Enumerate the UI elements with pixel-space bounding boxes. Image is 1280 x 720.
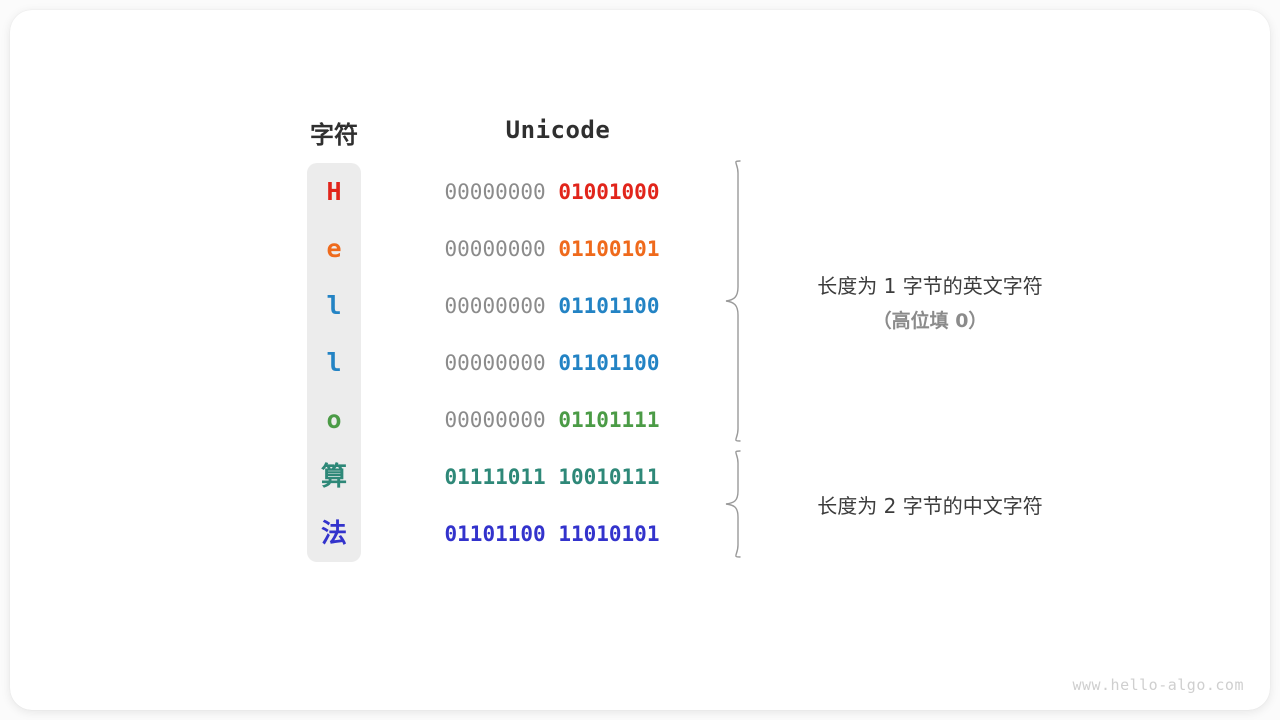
row-unicode-bytes: 00000000 01101100 bbox=[361, 294, 727, 318]
row-character: l bbox=[326, 348, 342, 377]
row-high-byte: 00000000 bbox=[444, 407, 546, 432]
row-unicode-bytes: 01111011 10010111 bbox=[361, 465, 727, 489]
brace-one-byte-group bbox=[723, 160, 745, 442]
row-low-byte: 01001000 bbox=[558, 179, 660, 204]
row-character: e bbox=[326, 234, 342, 263]
watermark-url: www.hello-algo.com bbox=[1072, 676, 1244, 694]
row-character: 法 bbox=[320, 518, 347, 549]
row-high-byte: 00000000 bbox=[444, 350, 546, 375]
byte-separator bbox=[546, 351, 559, 375]
row-unicode-bytes: 00000000 01100101 bbox=[361, 237, 727, 261]
encoding-row: e 00000000 01100101 bbox=[307, 220, 727, 277]
column-header-unicode: Unicode bbox=[505, 116, 611, 144]
row-unicode-bytes: 00000000 01101100 bbox=[361, 351, 727, 375]
row-unicode-bytes: 00000000 01001000 bbox=[361, 180, 727, 204]
encoding-row: H 00000000 01001000 bbox=[307, 163, 727, 220]
row-low-byte: 01101111 bbox=[558, 407, 660, 432]
column-header-character: 字符 bbox=[310, 122, 358, 149]
brace-two-byte-group bbox=[723, 450, 745, 558]
annotation-two-byte-main: 长度为 2 字节的中文字符 bbox=[817, 494, 1043, 518]
row-high-byte: 01111011 bbox=[444, 464, 546, 489]
row-high-byte: 01101100 bbox=[444, 521, 546, 546]
row-low-byte: 10010111 bbox=[558, 464, 660, 489]
annotation-two-byte: 长度为 2 字节的中文字符 bbox=[770, 488, 1090, 524]
encoding-row: 算 01111011 10010111 bbox=[307, 448, 727, 505]
annotation-one-byte-sub: （高位填 0） bbox=[872, 310, 988, 332]
row-low-byte: 01101100 bbox=[558, 293, 660, 318]
row-character: 算 bbox=[320, 461, 347, 492]
encoding-row: o 00000000 01101111 bbox=[307, 391, 727, 448]
row-low-byte: 11010101 bbox=[558, 521, 660, 546]
row-character: H bbox=[326, 177, 342, 206]
character-column-background bbox=[307, 163, 361, 562]
byte-separator bbox=[546, 180, 559, 204]
row-low-byte: 01100101 bbox=[558, 236, 660, 261]
row-high-byte: 00000000 bbox=[444, 236, 546, 261]
annotation-one-byte-main: 长度为 1 字节的英文字符 bbox=[817, 274, 1043, 298]
byte-separator bbox=[546, 465, 559, 489]
row-character: l bbox=[326, 291, 342, 320]
row-unicode-bytes: 00000000 01101111 bbox=[361, 408, 727, 432]
byte-separator bbox=[546, 237, 559, 261]
figure-card bbox=[10, 10, 1270, 710]
byte-separator bbox=[546, 522, 559, 546]
row-low-byte: 01101100 bbox=[558, 350, 660, 375]
row-unicode-bytes: 01101100 11010101 bbox=[361, 522, 727, 546]
row-high-byte: 00000000 bbox=[444, 293, 546, 318]
row-high-byte: 00000000 bbox=[444, 179, 546, 204]
encoding-row: l 00000000 01101100 bbox=[307, 334, 727, 391]
encoding-row: l 00000000 01101100 bbox=[307, 277, 727, 334]
annotation-one-byte: 长度为 1 字节的英文字符 （高位填 0） bbox=[770, 268, 1090, 338]
byte-separator bbox=[546, 408, 559, 432]
encoding-row: 法 01101100 11010101 bbox=[307, 505, 727, 562]
byte-separator bbox=[546, 294, 559, 318]
row-character: o bbox=[326, 405, 342, 434]
